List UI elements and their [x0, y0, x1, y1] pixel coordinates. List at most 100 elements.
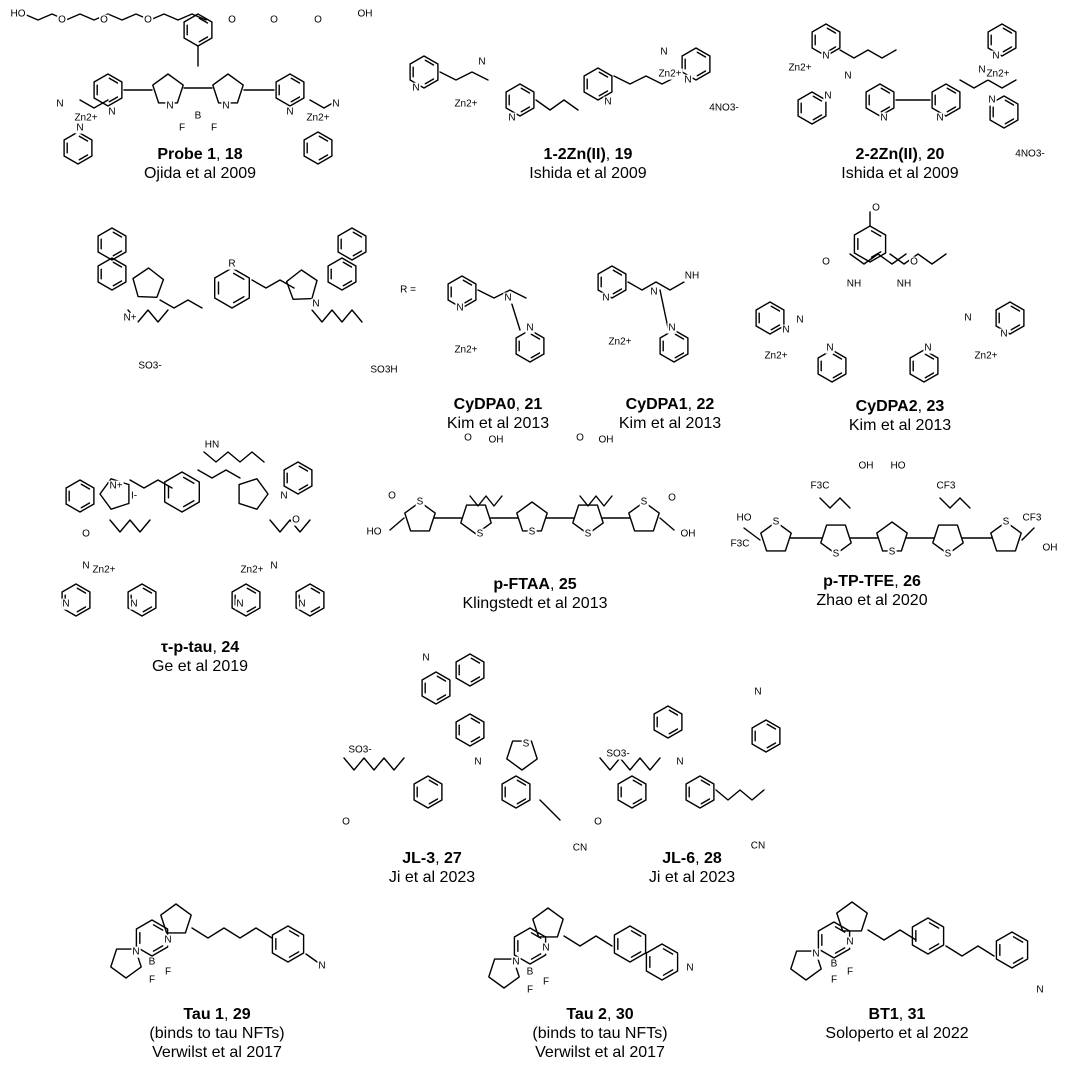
bond [232, 296, 245, 304]
atom-label: S [773, 517, 780, 528]
atom-label-background [269, 560, 279, 572]
bond [770, 324, 781, 331]
atom-label: N [676, 757, 683, 768]
atom-label-background [895, 278, 913, 290]
atom-label: N [312, 299, 319, 310]
bond [909, 349, 939, 383]
atom-label-background [795, 314, 805, 326]
bond [80, 483, 91, 490]
atom-label-background [455, 302, 465, 314]
atom-label-background [463, 432, 474, 444]
atom-label: N [236, 599, 243, 610]
atom-label-background [507, 112, 517, 124]
atom-label: N [62, 599, 69, 610]
atom-label: B [195, 111, 202, 122]
bond [76, 587, 87, 594]
caption-ptptfe: p-TP-TFE, 26 Zhao et al 2020 [792, 572, 952, 610]
atom-label-background [453, 344, 479, 356]
atom-label-background [583, 528, 593, 540]
bond [283, 461, 313, 495]
atom-label-background [1035, 984, 1045, 996]
bond [755, 301, 785, 335]
bond [310, 606, 321, 613]
compound-name: CyDPA1 [625, 396, 688, 413]
atom-label-background [821, 256, 832, 268]
compound-citation: Zhao et al 2020 [816, 592, 928, 609]
atom-label: N [56, 99, 63, 110]
atom-label: S [889, 547, 896, 558]
atom-label-background [843, 70, 853, 82]
bond [832, 372, 843, 379]
atom-label: O [910, 257, 918, 268]
bond [182, 500, 195, 508]
atom-label: S [477, 529, 484, 540]
atom-label-background [387, 490, 398, 502]
atom-label: SO3- [348, 745, 371, 756]
bond [632, 798, 643, 805]
bond [995, 931, 1029, 969]
bond [182, 476, 195, 484]
bond [232, 272, 245, 280]
bond [819, 497, 851, 509]
atom-label: O [342, 817, 350, 828]
bond [389, 517, 405, 531]
atom-label: N+ [109, 481, 122, 492]
bond [112, 250, 123, 257]
atom-label-background [477, 56, 487, 68]
atom-label-background [73, 112, 99, 124]
atom-label-background [525, 966, 535, 978]
bond [65, 479, 95, 513]
compound-citation: Verwilst et al 2017 [152, 1044, 282, 1061]
atom-label: N [844, 71, 851, 82]
atom-label-background [753, 686, 763, 698]
compound-number: 29 [232, 1006, 251, 1023]
bond [108, 96, 119, 103]
atom-label: O [464, 433, 472, 444]
atom-label: N [542, 943, 549, 954]
caption-pftaa: p-FTAA, 25 Klingstedt et al 2013 [450, 575, 620, 613]
bond [191, 927, 273, 939]
bond [770, 305, 781, 312]
atom-label: N [812, 949, 819, 960]
bond [715, 789, 765, 801]
bond [599, 757, 661, 771]
compound-name: 1-2Zn(II) [543, 146, 606, 163]
atom-label-background [525, 322, 535, 334]
bond [939, 497, 971, 509]
atom-label: N [604, 97, 611, 108]
atom-label: HN [205, 440, 219, 451]
atom-label: N [474, 757, 481, 768]
bond [132, 267, 165, 298]
atom-label-background [575, 432, 586, 444]
atom-label-background [525, 984, 535, 996]
bond [246, 587, 257, 594]
atom-label: B [527, 967, 534, 978]
atom-label: N [684, 75, 691, 86]
bond [766, 723, 777, 730]
atom-label: N [318, 961, 325, 972]
compound-number: 27 [444, 850, 462, 867]
bond [271, 925, 305, 963]
atom-label: N [504, 293, 511, 304]
bond [932, 524, 964, 555]
atom-label: N [508, 113, 515, 124]
atom-label: Zn2+ [608, 337, 631, 348]
compound-name: p-TP-TFE [823, 573, 895, 590]
atom-label-background [1014, 148, 1046, 160]
atom-label: S [833, 549, 840, 560]
bond [311, 309, 363, 323]
bond [164, 471, 200, 513]
atom-label-background [1041, 542, 1059, 554]
atom-label-background [571, 842, 589, 854]
bond [516, 798, 527, 805]
bond [152, 73, 184, 104]
atom-label: N [660, 47, 667, 58]
bond [849, 253, 907, 265]
compound-note: (binds to tau NFTs) [149, 1025, 285, 1042]
atom-label-background [879, 112, 889, 124]
compound-number: 31 [907, 1006, 926, 1023]
caption-cydpa0: CyDPA0, 21 Kim et al 2013 [418, 395, 578, 433]
